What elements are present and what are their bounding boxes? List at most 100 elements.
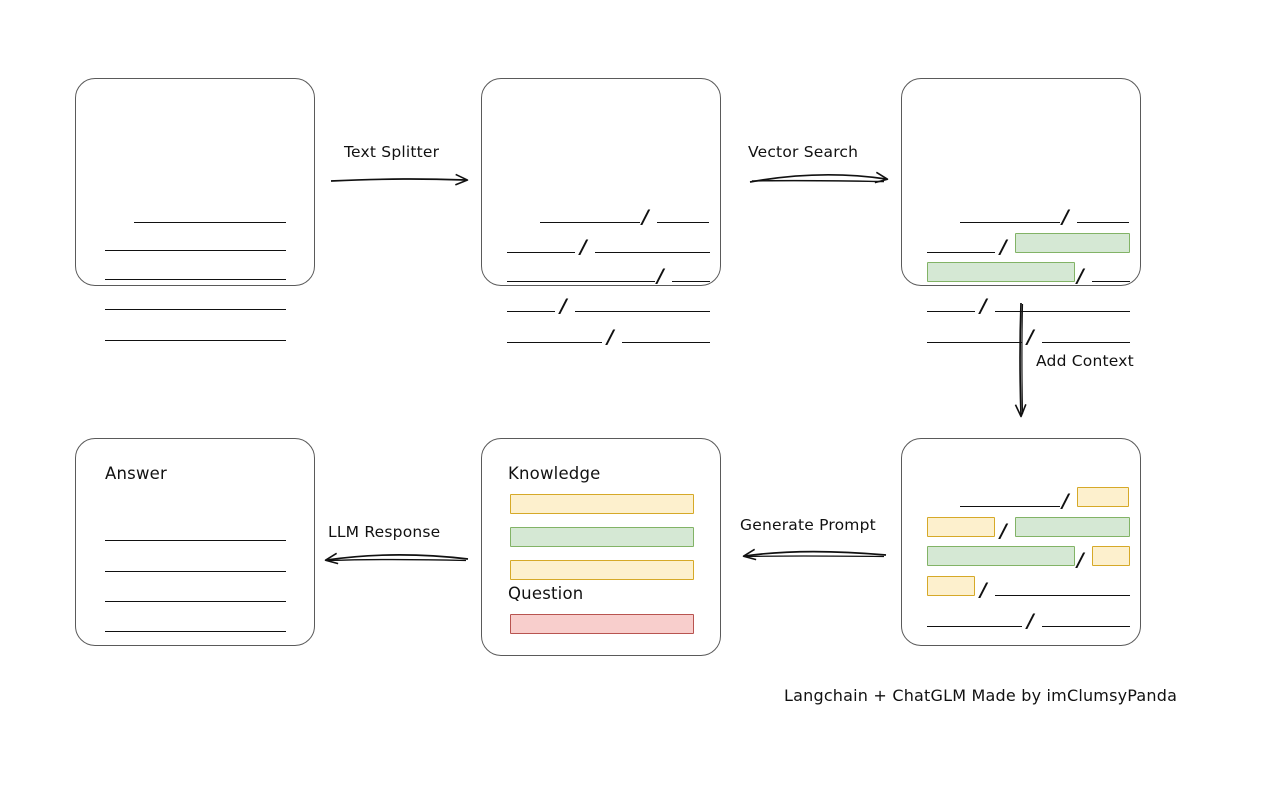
chunk-separator-slash: / [980, 579, 987, 601]
chunk-highlight-yellow [1092, 546, 1130, 566]
text-line [657, 221, 709, 223]
chunk-separator-slash: / [1062, 490, 1069, 512]
node-box-vector-matched[interactable]: / / / / / [901, 78, 1142, 347]
text-line [1042, 341, 1130, 343]
edge-label-add-context: Add Context [1036, 352, 1134, 370]
text-line [507, 280, 655, 282]
knowledge-label: Knowledge [508, 464, 601, 483]
chunk-separator-slash: / [1077, 549, 1084, 571]
doc-row [76, 260, 316, 280]
doc-row: / [482, 292, 722, 316]
text-line [927, 310, 975, 312]
text-line [105, 630, 286, 632]
footer-credit: Langchain + ChatGLM Made by imClumsyPand… [784, 686, 1178, 705]
doc-row: / [902, 262, 1142, 286]
doc-row [76, 203, 316, 223]
arrow-text-splitter [330, 173, 469, 186]
text-line [105, 339, 286, 341]
doc-row: / [902, 203, 1142, 227]
text-line [995, 310, 1130, 312]
text-line [540, 221, 640, 223]
chunk-highlight-green [1015, 517, 1130, 537]
arrow-generate-prompt [742, 548, 887, 561]
node-box-prompt-box[interactable] [481, 438, 721, 656]
text-line [105, 278, 286, 280]
chunk-separator-slash: / [1027, 326, 1034, 348]
arrow-add-context [1014, 302, 1027, 418]
text-line [105, 308, 286, 310]
text-line [927, 341, 1022, 343]
text-line [507, 310, 555, 312]
doc-row: / [902, 233, 1142, 257]
doc-row: / [902, 487, 1142, 511]
text-line [1042, 625, 1130, 627]
doc-row [76, 231, 316, 251]
prompt-bar-yellow [510, 494, 694, 514]
text-line [927, 251, 995, 253]
text-line [960, 221, 1060, 223]
prompt-bar-yellow [510, 560, 694, 580]
text-line [507, 251, 575, 253]
chunk-separator-slash: / [1062, 206, 1069, 228]
doc-row [76, 290, 316, 310]
text-line [672, 280, 710, 282]
doc-row: / [902, 546, 1142, 570]
chunk-highlight-yellow [927, 517, 995, 537]
chunk-separator-slash: / [657, 265, 664, 287]
text-line [134, 221, 286, 223]
text-line [927, 625, 1022, 627]
arrow-vector-search [749, 171, 889, 184]
edge-label-text-splitter: Text Splitter [344, 143, 440, 161]
chunk-separator-slash: / [980, 295, 987, 317]
chunk-highlight-green [927, 546, 1075, 566]
node-box-split-chunks[interactable]: / / / / / [481, 78, 722, 347]
doc-row [76, 582, 316, 602]
text-line [995, 594, 1130, 596]
text-line [105, 539, 286, 541]
question-label: Question [508, 584, 584, 603]
doc-row: / [482, 262, 722, 286]
node-box-context-added[interactable]: / / / / / [901, 438, 1141, 646]
edge-label-generate-prompt: Generate Prompt [740, 516, 876, 534]
node-box-source-document[interactable] [75, 78, 316, 341]
edge-label-llm-response: LLM Response [328, 523, 441, 541]
answer-box-title: Answer [105, 464, 167, 483]
chunk-separator-slash: / [642, 206, 649, 228]
doc-row: / [902, 607, 1142, 631]
text-line [1092, 280, 1130, 282]
doc-row: / [902, 517, 1142, 541]
text-line [1077, 221, 1129, 223]
text-line [622, 341, 710, 343]
doc-row [76, 521, 316, 541]
arrow-llm-response [324, 552, 469, 565]
text-line [105, 249, 286, 251]
node-box-answer-box[interactable] [75, 438, 315, 646]
text-line [595, 251, 710, 253]
chunk-highlight-green [1015, 233, 1130, 253]
chunk-highlight-yellow [1077, 487, 1129, 507]
text-line [105, 570, 286, 572]
chunk-highlight-yellow [927, 576, 975, 596]
text-line [575, 310, 710, 312]
chunk-separator-slash: / [560, 295, 567, 317]
chunk-separator-slash: / [607, 326, 614, 348]
doc-row: / [902, 576, 1142, 600]
prompt-bar-red [510, 614, 694, 634]
chunk-highlight-green [927, 262, 1075, 282]
text-line [960, 505, 1060, 507]
doc-row: / [902, 323, 1142, 347]
doc-row [76, 552, 316, 572]
text-line [105, 600, 286, 602]
chunk-separator-slash: / [1000, 520, 1007, 542]
doc-row: / [482, 203, 722, 227]
chunk-separator-slash: / [580, 236, 587, 258]
prompt-bar-green [510, 527, 694, 547]
chunk-separator-slash: / [1027, 610, 1034, 632]
doc-row: / [482, 323, 722, 347]
chunk-separator-slash: / [1000, 236, 1007, 258]
chunk-separator-slash: / [1077, 265, 1084, 287]
doc-row [76, 612, 316, 632]
doc-row: / [482, 233, 722, 257]
doc-row [76, 321, 316, 341]
